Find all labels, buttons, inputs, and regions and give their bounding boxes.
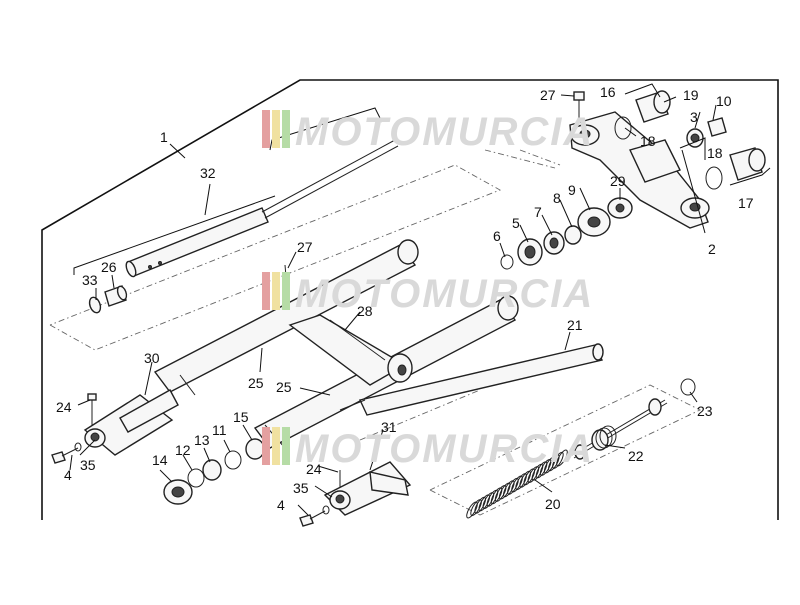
callout-1: 1 (160, 129, 168, 145)
lower-bolts-parts (51, 442, 330, 527)
fork-slider-frame-part (153, 239, 519, 449)
assembly-guides (49, 149, 702, 516)
part-callouts: 1 2 3 4 4 5 6 7 8 9 10 11 12 13 14 15 16… (56, 84, 754, 513)
leader-lines (69, 83, 771, 516)
callout-4: 4 (64, 467, 72, 483)
callout-5: 5 (512, 215, 520, 231)
callout-9: 9 (568, 182, 576, 198)
right-foot-bracket-part (323, 461, 412, 516)
callout-28: 28 (357, 303, 373, 319)
callout-8: 8 (553, 190, 561, 206)
triple-clamp-part (569, 111, 710, 229)
callout-21: 21 (567, 317, 583, 333)
callout-27: 27 (540, 87, 556, 103)
assembly-border (41, 79, 779, 520)
callout-30: 30 (144, 350, 160, 366)
callout-4: 4 (277, 497, 285, 513)
callout-25: 25 (276, 379, 292, 395)
callout-24: 24 (56, 399, 72, 415)
callout-10: 10 (716, 93, 732, 109)
callout-14: 14 (152, 452, 168, 468)
callout-19: 19 (683, 87, 699, 103)
inner-tube-part (339, 343, 604, 416)
callout-27: 27 (297, 239, 313, 255)
callout-11: 11 (212, 422, 227, 438)
watermark-stripe-red (262, 110, 270, 148)
callout-17: 17 (738, 195, 754, 211)
fork-tube-part (125, 139, 399, 278)
watermark-top: MOTOMURCIA (262, 110, 594, 154)
callout-2: 2 (708, 241, 716, 257)
callout-22: 22 (628, 448, 644, 464)
callout-16: 16 (600, 84, 616, 100)
callout-35: 35 (293, 480, 309, 496)
watermark-stripe-yellow (272, 110, 280, 148)
callout-3: 3 (690, 109, 698, 125)
callout-23: 23 (697, 403, 713, 419)
callout-25: 25 (248, 375, 264, 391)
circlip-part (680, 378, 696, 396)
callout-7: 7 (534, 204, 542, 220)
fork-spring-part (466, 449, 568, 519)
callout-13: 13 (194, 432, 210, 448)
callout-31: 31 (381, 419, 397, 435)
callout-6: 6 (493, 228, 501, 244)
callout-29: 29 (610, 173, 626, 189)
watermark-bottom: MOTOMURCIA (262, 427, 594, 471)
callout-12: 12 (175, 442, 191, 458)
steering-bearing-parts (614, 90, 766, 190)
damper-rod-part (571, 398, 668, 460)
callout-33: 33 (82, 272, 98, 288)
cap-and-oring-parts (88, 285, 128, 314)
callout-18: 18 (640, 133, 656, 149)
watermark-text: MOTOMURCIA (295, 272, 594, 316)
callout-15: 15 (233, 409, 249, 425)
watermark-stripe-green (282, 110, 290, 148)
callout-24: 24 (306, 461, 322, 477)
callout-35: 35 (80, 457, 96, 473)
callout-26: 26 (101, 259, 117, 275)
watermark-middle: MOTOMURCIA (262, 272, 594, 316)
bearing-stack-parts (500, 197, 633, 270)
callout-20: 20 (545, 496, 561, 512)
left-foot-bracket-part (83, 389, 179, 456)
callout-18: 18 (707, 145, 723, 161)
watermark-text: MOTOMURCIA (295, 110, 594, 154)
spring-coil (556, 449, 568, 467)
watermark-text: MOTOMURCIA (295, 427, 594, 471)
callout-32: 32 (200, 165, 216, 181)
